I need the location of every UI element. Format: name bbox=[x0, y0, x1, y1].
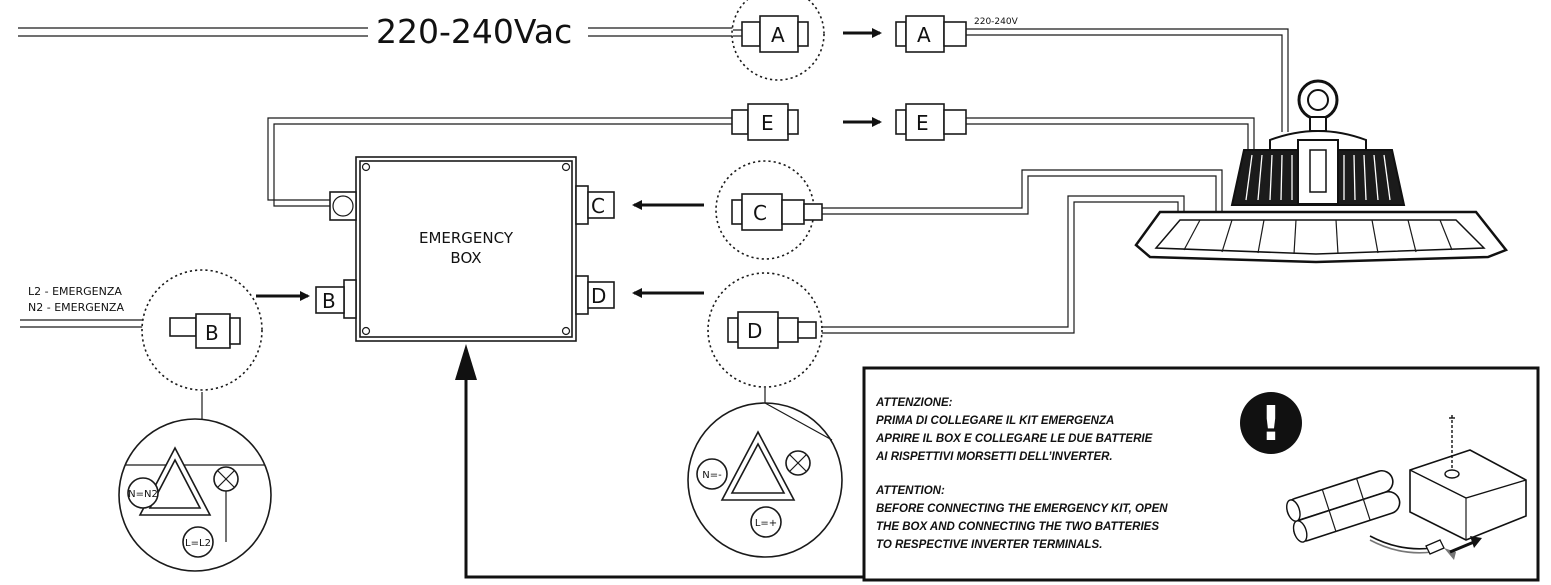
symbol-left-n-label: N=N2 bbox=[128, 489, 158, 500]
connector-a-lamp: A bbox=[895, 15, 967, 53]
connector-e-lamp: E bbox=[895, 103, 967, 141]
mains-wire bbox=[18, 27, 742, 37]
battery-return-line bbox=[464, 372, 864, 579]
box-port-d-label: D bbox=[591, 284, 606, 308]
warning-it-title: ATTENZIONE: bbox=[875, 397, 953, 409]
box-label-line1: EMERGENCY bbox=[419, 229, 514, 247]
connector-e-lamp-label: E bbox=[916, 111, 929, 135]
warning-en-line1: BEFORE CONNECTING THE EMERGENCY KIT, OPE… bbox=[876, 503, 1168, 515]
warning-panel: ATTENZIONE: PRIMA DI COLLEGARE IL KIT EM… bbox=[862, 366, 1540, 582]
e-wire-right bbox=[966, 117, 1255, 150]
warning-it-line3: AI RISPETTIVI MORSETTI DELL’INVERTER. bbox=[875, 451, 1113, 463]
symbol-circle-right: N=- L=+ bbox=[687, 402, 843, 558]
warning-it-line2: APRIRE IL BOX E COLLEGARE LE DUE BATTERI… bbox=[875, 433, 1153, 445]
connector-a-lamp-label: A bbox=[917, 23, 931, 47]
symbol-right-l-label: L=+ bbox=[755, 518, 777, 529]
connector-c-detail: C bbox=[715, 160, 823, 260]
symbol-right-n-label: N=- bbox=[702, 470, 722, 481]
connector-e-cable: E bbox=[731, 103, 799, 141]
symbol-left-l-label: L=L2 bbox=[185, 538, 211, 549]
e-wire-left bbox=[267, 117, 732, 207]
supply-voltage-label: 220-240Vac bbox=[376, 12, 572, 51]
l2-emergency-label: L2 - EMERGENZA bbox=[28, 285, 122, 298]
connector-c-label: C bbox=[753, 201, 767, 225]
box-port-b-label: B bbox=[322, 289, 336, 313]
svg-text:!: ! bbox=[1260, 396, 1282, 452]
arrows bbox=[256, 28, 882, 301]
warning-en-line2: THE BOX AND CONNECTING THE TWO BATTERIES bbox=[876, 521, 1159, 533]
box-label-line2: BOX bbox=[450, 249, 481, 267]
battery-pack-icon bbox=[1286, 469, 1433, 554]
n2-emergency-label: N2 - EMERGENZA bbox=[28, 301, 124, 314]
box-port-c-label: C bbox=[591, 194, 605, 218]
connector-e-label: E bbox=[761, 111, 774, 135]
connector-a-label: A bbox=[771, 23, 785, 47]
connector-b-detail: B bbox=[141, 269, 263, 391]
connector-d-label: D bbox=[747, 319, 762, 343]
warning-it-line1: PRIMA DI COLLEGARE IL KIT EMERGENZA bbox=[876, 415, 1114, 427]
connector-b-label: B bbox=[205, 321, 219, 345]
inverter-box-icon bbox=[1409, 415, 1527, 560]
connector-a-detail: A bbox=[731, 0, 825, 81]
symbol-circle-left: N=N2 L=L2 bbox=[118, 418, 272, 572]
lamp-voltage-label: 220-240V bbox=[974, 17, 1019, 27]
luminaire-illustration bbox=[1134, 79, 1509, 264]
c-wire bbox=[822, 169, 1223, 232]
emergency-box: EMERGENCY BOX B C D bbox=[315, 156, 615, 342]
warning-en-line3: TO RESPECTIVE INVERTER TERMINALS. bbox=[876, 539, 1102, 551]
lamp-supply-wire bbox=[966, 28, 1289, 132]
connector-d-detail: D bbox=[707, 272, 823, 388]
battery-return-arrowhead bbox=[455, 344, 477, 380]
warning-en-title: ATTENTION: bbox=[875, 485, 945, 497]
exclamation-icon: ! bbox=[1240, 392, 1302, 454]
d-wire bbox=[816, 195, 1185, 334]
